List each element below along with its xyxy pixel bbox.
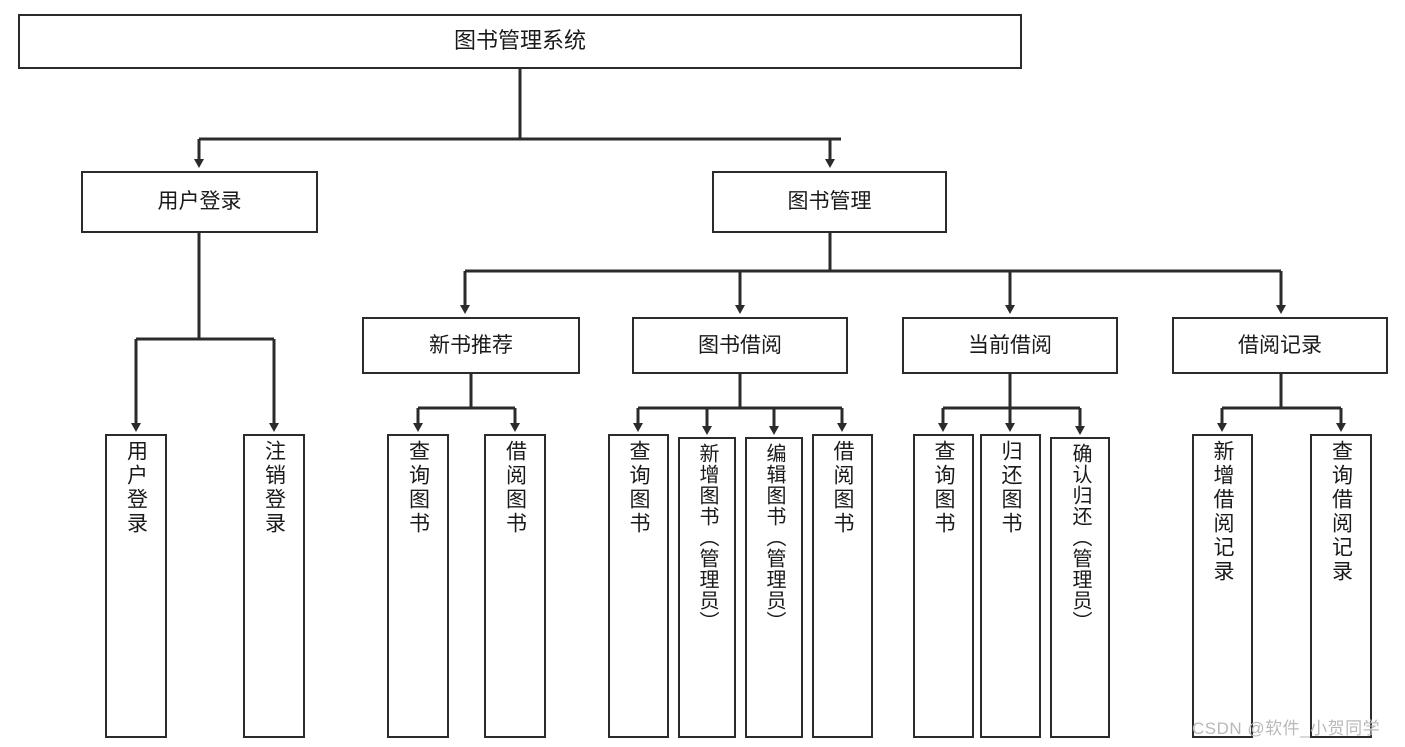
node-user-login-label: 用户登录 (157, 190, 242, 214)
node-leaf-cb-return-book[interactable]: 归还图书 (980, 434, 1041, 738)
node-leaf-cb-confirm-return-label: 确认归还（管理员） (1069, 443, 1091, 632)
node-leaf-bb-edit-book[interactable]: 编辑图书（管理员） (745, 437, 803, 738)
node-book-manage[interactable]: 图书管理 (712, 171, 947, 233)
node-borrow-record-label: 借阅记录 (1238, 333, 1322, 357)
node-borrow-record[interactable]: 借阅记录 (1172, 317, 1388, 374)
node-leaf-cb-confirm-return[interactable]: 确认归还（管理员） (1050, 437, 1110, 738)
node-book-manage-label: 图书管理 (787, 190, 872, 214)
edge-root-to-level2 (194, 69, 841, 168)
node-leaf-br-query-record[interactable]: 查询借阅记录 (1310, 434, 1372, 738)
edge-newbookrec-to-leaves (413, 374, 520, 432)
node-leaf-cb-query-book[interactable]: 查询图书 (913, 434, 974, 738)
node-leaf-cb-return-book-label: 归还图书 (999, 440, 1022, 536)
node-user-login[interactable]: 用户登录 (81, 171, 318, 233)
csdn-watermark: CSDN @软件_小贺同学 (1192, 719, 1381, 738)
node-leaf-br-add-record-label: 新增借阅记录 (1211, 440, 1234, 584)
node-leaf-user-logout-label: 注销登录 (262, 440, 286, 536)
node-leaf-bb-borrow-book-label: 借阅图书 (831, 440, 854, 536)
node-leaf-br-query-record-label: 查询借阅记录 (1329, 440, 1353, 584)
node-new-book-rec[interactable]: 新书推荐 (362, 317, 580, 374)
node-book-borrow-label: 图书借阅 (698, 333, 782, 357)
node-leaf-rec-query-book[interactable]: 查询图书 (387, 434, 449, 738)
node-leaf-bb-query-book-label: 查询图书 (627, 440, 650, 536)
node-leaf-rec-query-book-label: 查询图书 (406, 440, 430, 536)
node-leaf-bb-add-book[interactable]: 新增图书（管理员） (678, 437, 736, 738)
node-leaf-bb-edit-book-label: 编辑图书（管理员） (763, 443, 785, 632)
node-current-borrow-label: 当前借阅 (968, 333, 1052, 357)
node-leaf-br-add-record[interactable]: 新增借阅记录 (1192, 434, 1253, 738)
node-root[interactable]: 图书管理系统 (18, 14, 1022, 69)
node-leaf-bb-query-book[interactable]: 查询图书 (608, 434, 669, 738)
node-leaf-rec-borrow-book[interactable]: 借阅图书 (484, 434, 546, 738)
node-leaf-user-login-label: 用户登录 (124, 440, 148, 536)
edge-currentborrow-to-leaves (938, 374, 1085, 435)
edge-bookborrow-to-leaves (633, 374, 847, 435)
node-leaf-cb-query-book-label: 查询图书 (932, 440, 955, 536)
node-leaf-user-login[interactable]: 用户登录 (105, 434, 167, 738)
edge-userlogin-to-leaves (131, 233, 279, 432)
node-leaf-bb-borrow-book[interactable]: 借阅图书 (812, 434, 873, 738)
node-book-borrow[interactable]: 图书借阅 (632, 317, 848, 374)
node-leaf-rec-borrow-book-label: 借阅图书 (503, 440, 527, 536)
node-new-book-rec-label: 新书推荐 (429, 333, 513, 357)
node-leaf-user-logout[interactable]: 注销登录 (243, 434, 305, 738)
node-leaf-bb-add-book-label: 新增图书（管理员） (696, 443, 718, 632)
edge-borrowrecord-to-leaves (1217, 374, 1346, 432)
node-current-borrow[interactable]: 当前借阅 (902, 317, 1118, 374)
edge-bookmanage-to-level3 (460, 233, 1286, 314)
node-root-label: 图书管理系统 (453, 28, 586, 54)
